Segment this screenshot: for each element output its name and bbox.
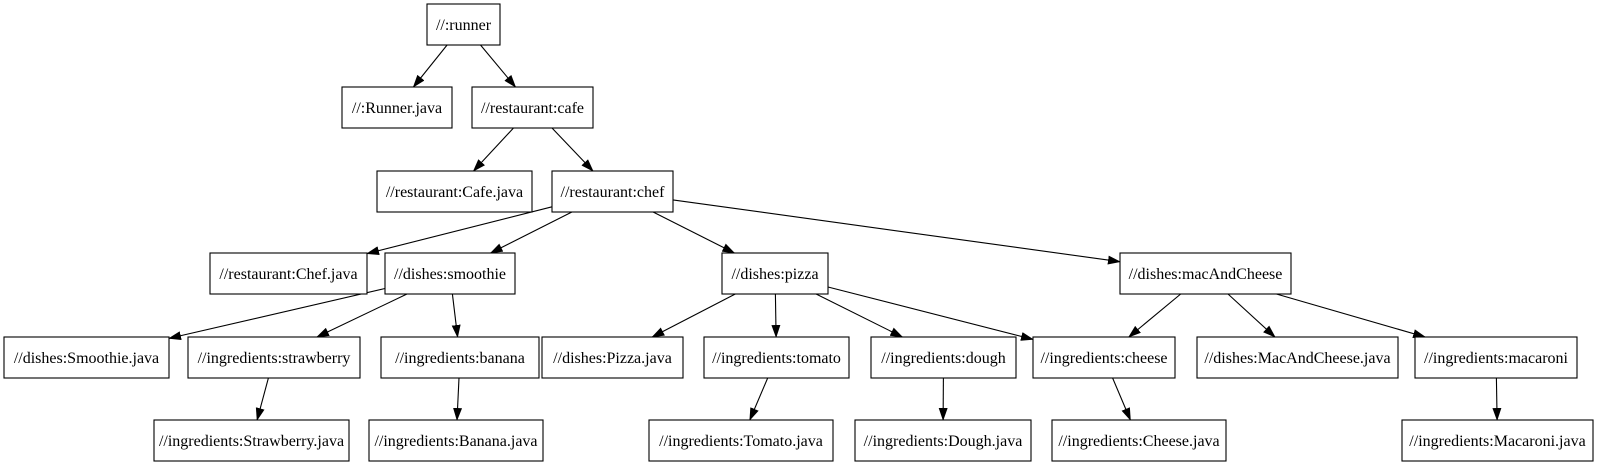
node-smoothie-java: //dishes:Smoothie.java — [3, 336, 170, 379]
node-box-cafe — [471, 86, 594, 129]
edge-chef-to-pizza — [652, 211, 736, 254]
node-label-tomato: //ingredients:tomato — [712, 350, 841, 367]
node-box-cheese-java — [1051, 419, 1227, 462]
node-box-macaroni — [1414, 336, 1578, 379]
node-label-chef-java: //restaurant:Chef.java — [219, 266, 357, 283]
node-strawberry: //ingredients:strawberry — [187, 336, 361, 379]
node-box-cafe-java — [376, 170, 533, 213]
node-label-banana-java: //ingredients:Banana.java — [374, 433, 537, 450]
node-mac-and-cheese-java: //dishes:MacAndCheese.java — [1196, 336, 1399, 379]
node-box-mac-and-cheese — [1119, 252, 1292, 295]
node-label-mac-and-cheese: //dishes:macAndCheese — [1129, 266, 1283, 283]
edge-cheese-to-cheese-java — [1112, 377, 1131, 421]
node-box-pizza — [721, 252, 829, 295]
edge-layer — [168, 44, 1502, 421]
edge-cafe-to-chef — [551, 127, 594, 172]
node-box-runner — [426, 3, 501, 46]
node-label-pizza: //dishes:pizza — [731, 266, 818, 283]
node-box-cheese — [1032, 336, 1176, 379]
node-box-runner-java — [341, 86, 453, 129]
node-label-smoothie-java: //dishes:Smoothie.java — [14, 350, 159, 367]
node-box-smoothie-java — [3, 336, 170, 379]
node-label-smoothie: //dishes:smoothie — [394, 266, 506, 283]
node-label-strawberry: //ingredients:strawberry — [198, 350, 351, 367]
node-label-runner: //:runner — [436, 17, 492, 34]
node-box-macaroni-java — [1401, 419, 1594, 462]
edge-mac-and-cheese-to-mac-and-cheese-java — [1227, 293, 1276, 338]
node-box-banana-java — [368, 419, 544, 462]
edge-pizza-to-cheese — [827, 286, 1034, 341]
node-box-dough-java — [854, 419, 1032, 462]
node-pizza-java: //dishes:Pizza.java — [541, 336, 684, 379]
node-label-mac-and-cheese-java: //dishes:MacAndCheese.java — [1204, 350, 1390, 367]
node-label-cafe: //restaurant:cafe — [481, 100, 584, 117]
node-layer: //:runner //:Runner.java //restaurant:cafe… — [3, 3, 1594, 462]
edge-chef-to-chef-java — [366, 206, 553, 256]
node-strawberry-java: //ingredients:Strawberry.java — [153, 419, 350, 462]
edge-smoothie-to-banana — [451, 293, 461, 338]
node-tomato-java: //ingredients:Tomato.java — [648, 419, 834, 462]
edge-pizza-to-dough — [815, 293, 904, 338]
node-box-tomato-java — [648, 419, 834, 462]
node-pizza: //dishes:pizza — [721, 252, 829, 295]
edge-mac-and-cheese-to-cheese — [1128, 293, 1182, 338]
node-box-chef-java — [209, 252, 368, 295]
node-label-chef: //restaurant:chef — [561, 184, 666, 201]
node-cheese: //ingredients:cheese — [1032, 336, 1176, 379]
node-runner-java: //:Runner.java — [341, 86, 453, 129]
edge-banana-to-banana-java — [453, 377, 463, 421]
node-box-chef — [551, 170, 674, 213]
node-runner: //:runner — [426, 3, 501, 46]
edge-mac-and-cheese-to-macaroni — [1276, 293, 1427, 338]
node-tomato: //ingredients:tomato — [703, 336, 850, 379]
node-box-banana — [380, 336, 540, 379]
node-box-dough — [870, 336, 1017, 379]
node-cafe-java: //restaurant:Cafe.java — [376, 170, 533, 213]
node-box-strawberry — [187, 336, 361, 379]
edge-chef-to-smoothie — [489, 211, 573, 254]
node-box-tomato — [703, 336, 850, 379]
node-label-runner-java: //:Runner.java — [352, 100, 442, 117]
edge-pizza-to-tomato — [771, 293, 781, 338]
node-cafe: //restaurant:cafe — [471, 86, 594, 129]
node-box-strawberry-java — [153, 419, 350, 462]
node-smoothie: //dishes:smoothie — [384, 252, 516, 295]
edge-runner-to-cafe — [480, 44, 517, 88]
node-box-mac-and-cheese-java — [1196, 336, 1399, 379]
node-chef-java: //restaurant:Chef.java — [209, 252, 368, 295]
node-label-cheese: //ingredients:cheese — [1040, 350, 1167, 367]
node-label-cafe-java: //restaurant:Cafe.java — [386, 184, 523, 201]
node-banana: //ingredients:banana — [380, 336, 540, 379]
edge-macaroni-to-macaroni-java — [1492, 377, 1502, 421]
node-macaroni: //ingredients:macaroni — [1414, 336, 1578, 379]
edge-pizza-to-pizza-java — [651, 293, 736, 338]
edge-chef-to-mac-and-cheese — [672, 199, 1121, 265]
node-mac-and-cheese: //dishes:macAndCheese — [1119, 252, 1292, 295]
edge-smoothie-to-strawberry — [316, 293, 408, 338]
edge-tomato-to-tomato-java — [749, 377, 769, 421]
node-banana-java: //ingredients:Banana.java — [368, 419, 544, 462]
node-chef: //restaurant:chef — [551, 170, 674, 213]
node-label-macaroni-java: //ingredients:Macaroni.java — [1409, 433, 1585, 450]
node-cheese-java: //ingredients:Cheese.java — [1051, 419, 1227, 462]
node-label-strawberry-java: //ingredients:Strawberry.java — [159, 433, 344, 450]
node-label-dough: //ingredients:dough — [881, 350, 1005, 367]
node-dough: //ingredients:dough — [870, 336, 1017, 379]
edge-strawberry-to-strawberry-java — [255, 377, 269, 421]
node-label-banana: //ingredients:banana — [395, 350, 525, 367]
node-label-dough-java: //ingredients:Dough.java — [864, 433, 1023, 450]
node-label-macaroni: //ingredients:macaroni — [1424, 350, 1569, 367]
edge-cafe-to-cafe-java — [472, 127, 514, 172]
node-box-smoothie — [384, 252, 516, 295]
node-dough-java: //ingredients:Dough.java — [854, 419, 1032, 462]
node-label-pizza-java: //dishes:Pizza.java — [553, 350, 672, 367]
node-label-cheese-java: //ingredients:Cheese.java — [1058, 433, 1219, 450]
node-label-tomato-java: //ingredients:Tomato.java — [659, 433, 823, 450]
node-box-pizza-java — [541, 336, 684, 379]
edge-smoothie-to-smoothie-java — [168, 287, 386, 341]
edge-runner-to-runner-java — [412, 44, 448, 88]
node-macaroni-java: //ingredients:Macaroni.java — [1401, 419, 1594, 462]
